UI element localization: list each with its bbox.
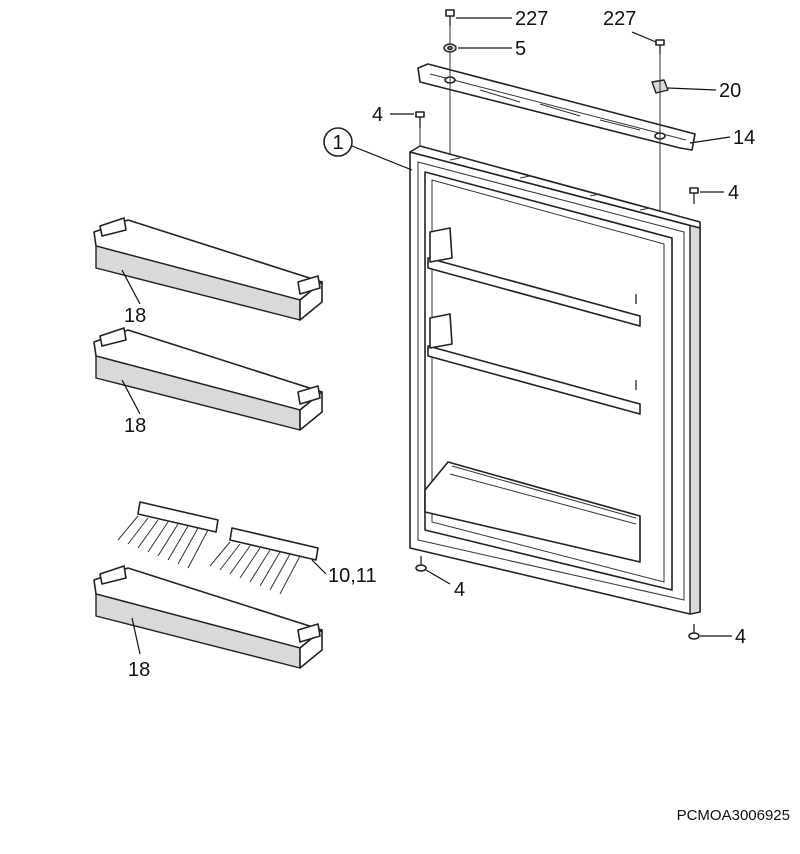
label-14: 14 — [733, 127, 755, 149]
label-1: 1 — [332, 132, 343, 154]
screw-227-right — [655, 39, 665, 54]
label-227-right: 227 — [603, 8, 636, 30]
hinge-screw-bottom-left — [415, 556, 427, 572]
label-5: 5 — [515, 38, 526, 60]
hinge-screw-top-right — [689, 187, 699, 204]
label-18-top: 18 — [124, 305, 146, 327]
label-4-bottom-right: 4 — [735, 626, 746, 648]
drawing-code: PCMOA3006925 — [677, 807, 790, 824]
label-227-left: 227 — [515, 8, 548, 30]
egg-racks — [117, 501, 319, 595]
door-shelf-middle — [93, 327, 323, 431]
label-4-bottom-left: 4 — [454, 579, 465, 601]
door-callout-circle — [323, 127, 353, 157]
label-18-middle: 18 — [124, 415, 146, 437]
leader-lines — [121, 17, 732, 655]
label-20: 20 — [719, 80, 741, 102]
label-4-top-right: 4 — [728, 182, 739, 204]
door-assembly — [409, 145, 701, 615]
top-hinge-bar — [417, 63, 696, 151]
label-18-bottom: 18 — [128, 659, 150, 681]
label-10-11: 10,11 — [328, 565, 377, 587]
hinge-screw-top-left — [415, 111, 425, 128]
screw-227-left — [445, 9, 455, 26]
label-4-top-left: 4 — [372, 104, 383, 126]
hinge-screw-bottom-right — [688, 624, 700, 640]
door-shelf-bottom — [93, 565, 323, 669]
washer-5 — [443, 43, 457, 53]
door-shelf-top — [93, 217, 323, 321]
